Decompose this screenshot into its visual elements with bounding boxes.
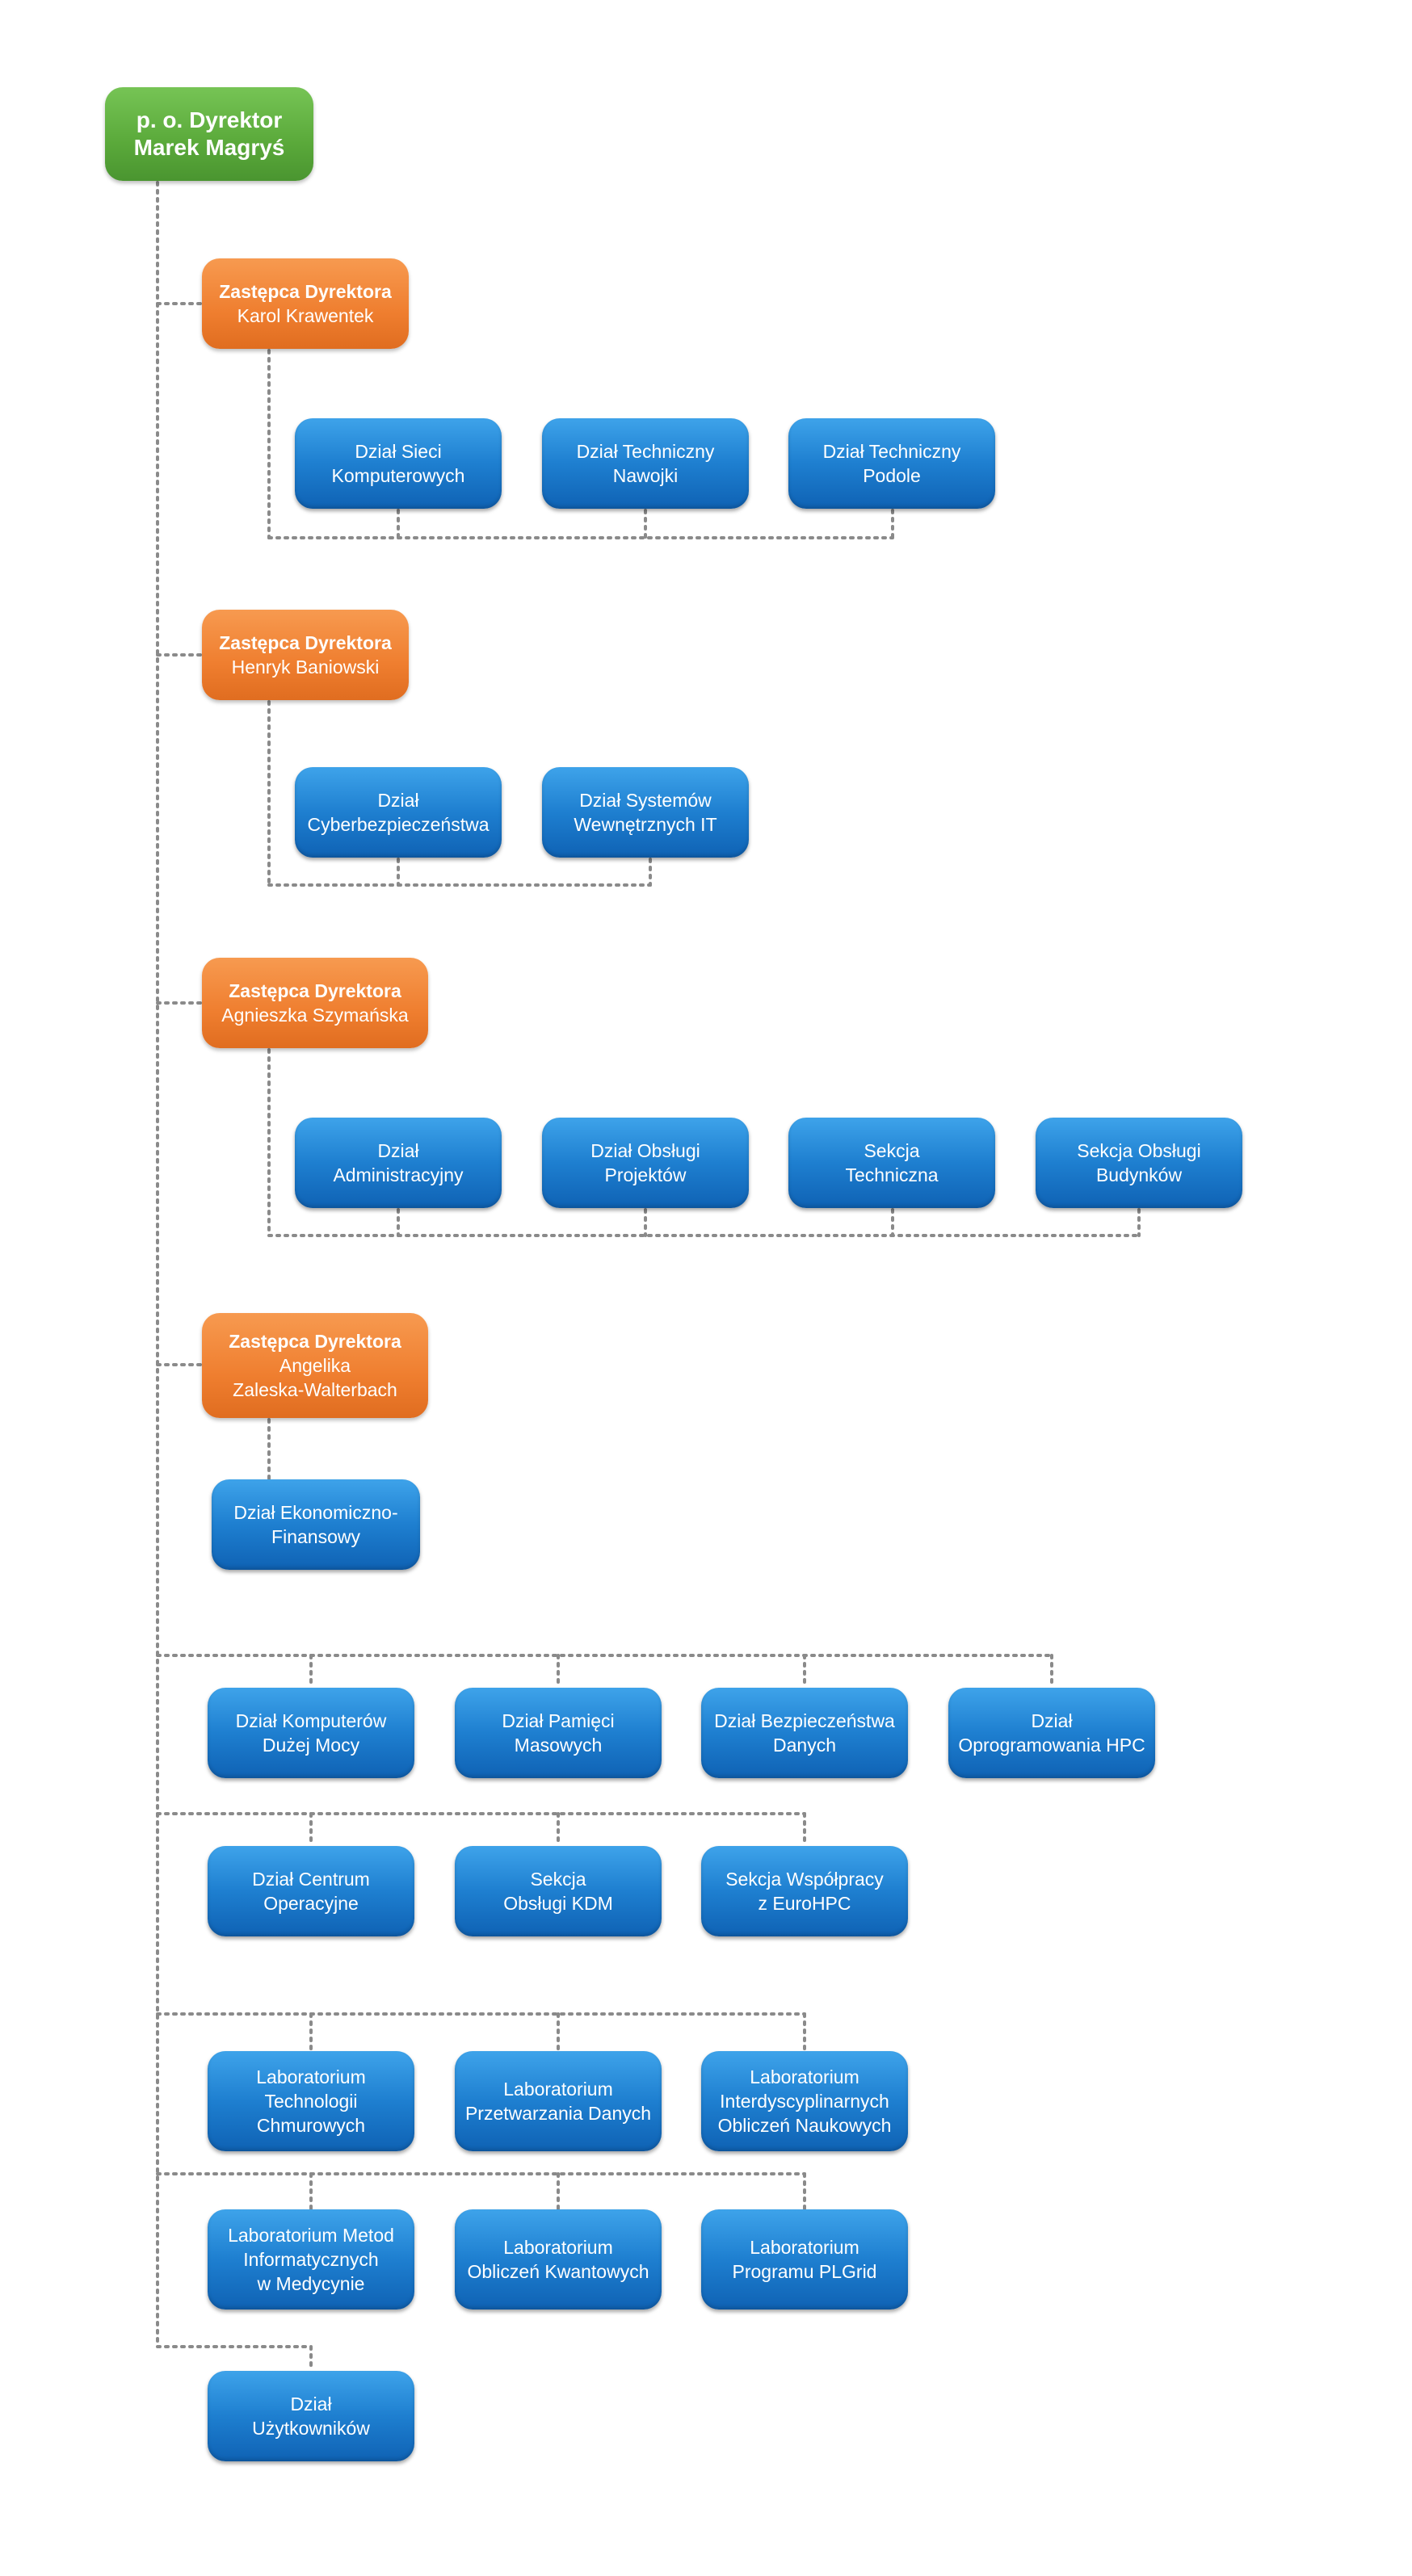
- department-box-techniczny-nawojki[interactable]: Dział Techniczny Nawojki: [542, 418, 749, 509]
- department-label-line: Dział Obsługi: [590, 1140, 700, 1161]
- department-box-bezpieczenstwa-danych[interactable]: Dział Bezpieczeństwa Danych: [701, 1688, 908, 1778]
- department-label-line: Dział Techniczny: [576, 441, 715, 462]
- deputy-box-1[interactable]: Zastępca Dyrektora Karol Krawentek: [202, 258, 409, 349]
- department-label-line: Sekcja: [864, 1140, 920, 1161]
- department-label-line: Dział: [290, 2393, 332, 2414]
- director-name: Marek Magryś: [133, 135, 285, 160]
- department-label-line: Użytkowników: [252, 2418, 370, 2439]
- department-label-line: Laboratorium: [750, 2066, 859, 2087]
- deputy-title: Zastępca Dyrektora: [229, 980, 401, 1001]
- department-label-line: Budynków: [1095, 1164, 1183, 1185]
- department-box-lab-metod-medycynie[interactable]: Laboratorium Metod Informatycznych w Med…: [208, 2209, 414, 2310]
- department-label-line: Dział Techniczny: [822, 441, 961, 462]
- department-label-line: Dział: [377, 790, 419, 811]
- department-label-line: Dział Centrum: [252, 1869, 370, 1890]
- department-box-lab-przetwarzania-danych[interactable]: Laboratorium Przetwarzania Danych: [455, 2051, 662, 2151]
- department-box-centrum-operacyjne[interactable]: Dział Centrum Operacyjne: [208, 1846, 414, 1936]
- department-label-line: Informatycznych: [243, 2249, 379, 2270]
- department-label-line: Oprogramowania HPC: [958, 1735, 1145, 1756]
- deputy-box-2[interactable]: Zastępca Dyrektora Henryk Baniowski: [202, 610, 409, 700]
- department-label-line: Nawojki: [612, 465, 679, 486]
- department-label-line: Dział Pamięci: [502, 1710, 615, 1731]
- department-label-line: Chmurowych: [256, 2115, 366, 2136]
- deputy-name: Karol Krawentek: [237, 305, 374, 326]
- department-box-pamieci-masowych[interactable]: Dział Pamięci Masowych: [455, 1688, 662, 1778]
- department-box-wspolpracy-eurohpc[interactable]: Sekcja Współpracy z EuroHPC: [701, 1846, 908, 1936]
- deputy-name: Agnieszka Szymańska: [221, 1005, 409, 1026]
- department-label-line: Przetwarzania Danych: [464, 2103, 652, 2124]
- department-box-cyberbezpieczenstwa[interactable]: Dział Cyberbezpieczeństwa: [295, 767, 502, 858]
- department-label-line: Programu PLGrid: [732, 2261, 877, 2282]
- department-box-oprogramowania-hpc[interactable]: Dział Oprogramowania HPC: [948, 1688, 1155, 1778]
- deputy-title: Zastępca Dyrektora: [229, 1331, 401, 1352]
- department-box-administracyjny[interactable]: Dział Administracyjny: [295, 1118, 502, 1208]
- department-label-line: Techniczna: [845, 1164, 939, 1185]
- department-box-uzytkownikow[interactable]: Dział Użytkowników: [208, 2371, 414, 2461]
- department-label-line: Dział Bezpieczeństwa: [714, 1710, 895, 1731]
- director-title: p. o. Dyrektor: [136, 107, 283, 132]
- department-box-sieci-komputerowych[interactable]: Dział Sieci Komputerowych: [295, 418, 502, 509]
- department-label-line: z EuroHPC: [758, 1893, 851, 1914]
- department-label-line: Dział Sieci: [355, 441, 442, 462]
- department-label-line: Dział Systemów: [579, 790, 712, 811]
- department-label-line: Laboratorium Metod: [228, 2225, 394, 2246]
- department-box-sekcja-techniczna[interactable]: Sekcja Techniczna: [788, 1118, 995, 1208]
- department-label-line: Komputerowych: [331, 465, 465, 486]
- department-label-line: w Medycynie: [257, 2273, 365, 2294]
- deputy-box-3[interactable]: Zastępca Dyrektora Agnieszka Szymańska: [202, 958, 428, 1048]
- deputy-name: Henryk Baniowski: [231, 657, 380, 678]
- deputy-name-line: Zaleska-Walterbach: [233, 1379, 397, 1400]
- department-label-line: Interdyscyplinarnych: [720, 2091, 889, 2112]
- department-label-line: Cyberbezpieczeństwa: [307, 814, 490, 835]
- department-label-line: Sekcja Obsługi: [1077, 1140, 1201, 1161]
- department-label-line: Dużej Mocy: [262, 1735, 360, 1756]
- department-box-lab-obliczen-kwantowych[interactable]: Laboratorium Obliczeń Kwantowych: [455, 2209, 662, 2310]
- department-label-line: Finansowy: [271, 1526, 360, 1547]
- department-label-line: Obliczeń Naukowych: [717, 2115, 892, 2136]
- department-label-line: Dział Komputerów: [235, 1710, 387, 1731]
- department-label-line: Laboratorium: [750, 2237, 859, 2258]
- department-label-line: Laboratorium: [256, 2066, 366, 2087]
- department-label-line: Masowych: [514, 1735, 603, 1756]
- department-label-line: Sekcja: [530, 1869, 586, 1890]
- department-box-obslugi-projektow[interactable]: Dział Obsługi Projektów: [542, 1118, 749, 1208]
- department-label-line: Technologii: [264, 2091, 358, 2112]
- department-label-line: Wewnętrznych IT: [574, 814, 717, 835]
- deputy-name-line: Angelika: [279, 1355, 351, 1376]
- department-label-line: Laboratorium: [503, 2237, 613, 2258]
- department-label-line: Laboratorium: [503, 2079, 613, 2100]
- department-box-obslugi-budynkow[interactable]: Sekcja Obsługi Budynków: [1036, 1118, 1242, 1208]
- department-box-lab-technologii-chmurowych[interactable]: Laboratorium Technologii Chmurowych: [208, 2051, 414, 2151]
- deputy-box-4[interactable]: Zastępca Dyrektora Angelika Zaleska-Walt…: [202, 1313, 428, 1418]
- department-box-lab-interdyscyplinarnych[interactable]: Laboratorium Interdyscyplinarnych Oblicz…: [701, 2051, 908, 2151]
- director-box[interactable]: p. o. Dyrektor Marek Magryś: [105, 87, 313, 181]
- department-label-line: Dział Ekonomiczno-: [233, 1502, 398, 1523]
- department-label-line: Administracyjny: [333, 1164, 464, 1185]
- department-label-line: Obsługi KDM: [503, 1893, 613, 1914]
- department-box-obslugi-kdm[interactable]: Sekcja Obsługi KDM: [455, 1846, 662, 1936]
- department-box-komputerow-duzej-mocy[interactable]: Dział Komputerów Dużej Mocy: [208, 1688, 414, 1778]
- department-label-line: Obliczeń Kwantowych: [467, 2261, 649, 2282]
- department-label-line: Sekcja Współpracy: [725, 1869, 884, 1890]
- department-label-line: Podole: [863, 465, 921, 486]
- department-label-line: Operacyjne: [263, 1893, 359, 1914]
- department-label-line: Danych: [773, 1735, 836, 1756]
- department-box-ekonomiczno-finansowy[interactable]: Dział Ekonomiczno- Finansowy: [212, 1479, 420, 1570]
- department-label-line: Dział: [377, 1140, 419, 1161]
- department-box-systemow-wewnetrznych[interactable]: Dział Systemów Wewnętrznych IT: [542, 767, 749, 858]
- department-label-line: Projektów: [604, 1164, 687, 1185]
- department-label-line: Dział: [1031, 1710, 1073, 1731]
- deputy-title: Zastępca Dyrektora: [219, 281, 392, 302]
- department-box-techniczny-podole[interactable]: Dział Techniczny Podole: [788, 418, 995, 509]
- department-box-lab-programu-plgrid[interactable]: Laboratorium Programu PLGrid: [701, 2209, 908, 2310]
- deputy-title: Zastępca Dyrektora: [219, 632, 392, 653]
